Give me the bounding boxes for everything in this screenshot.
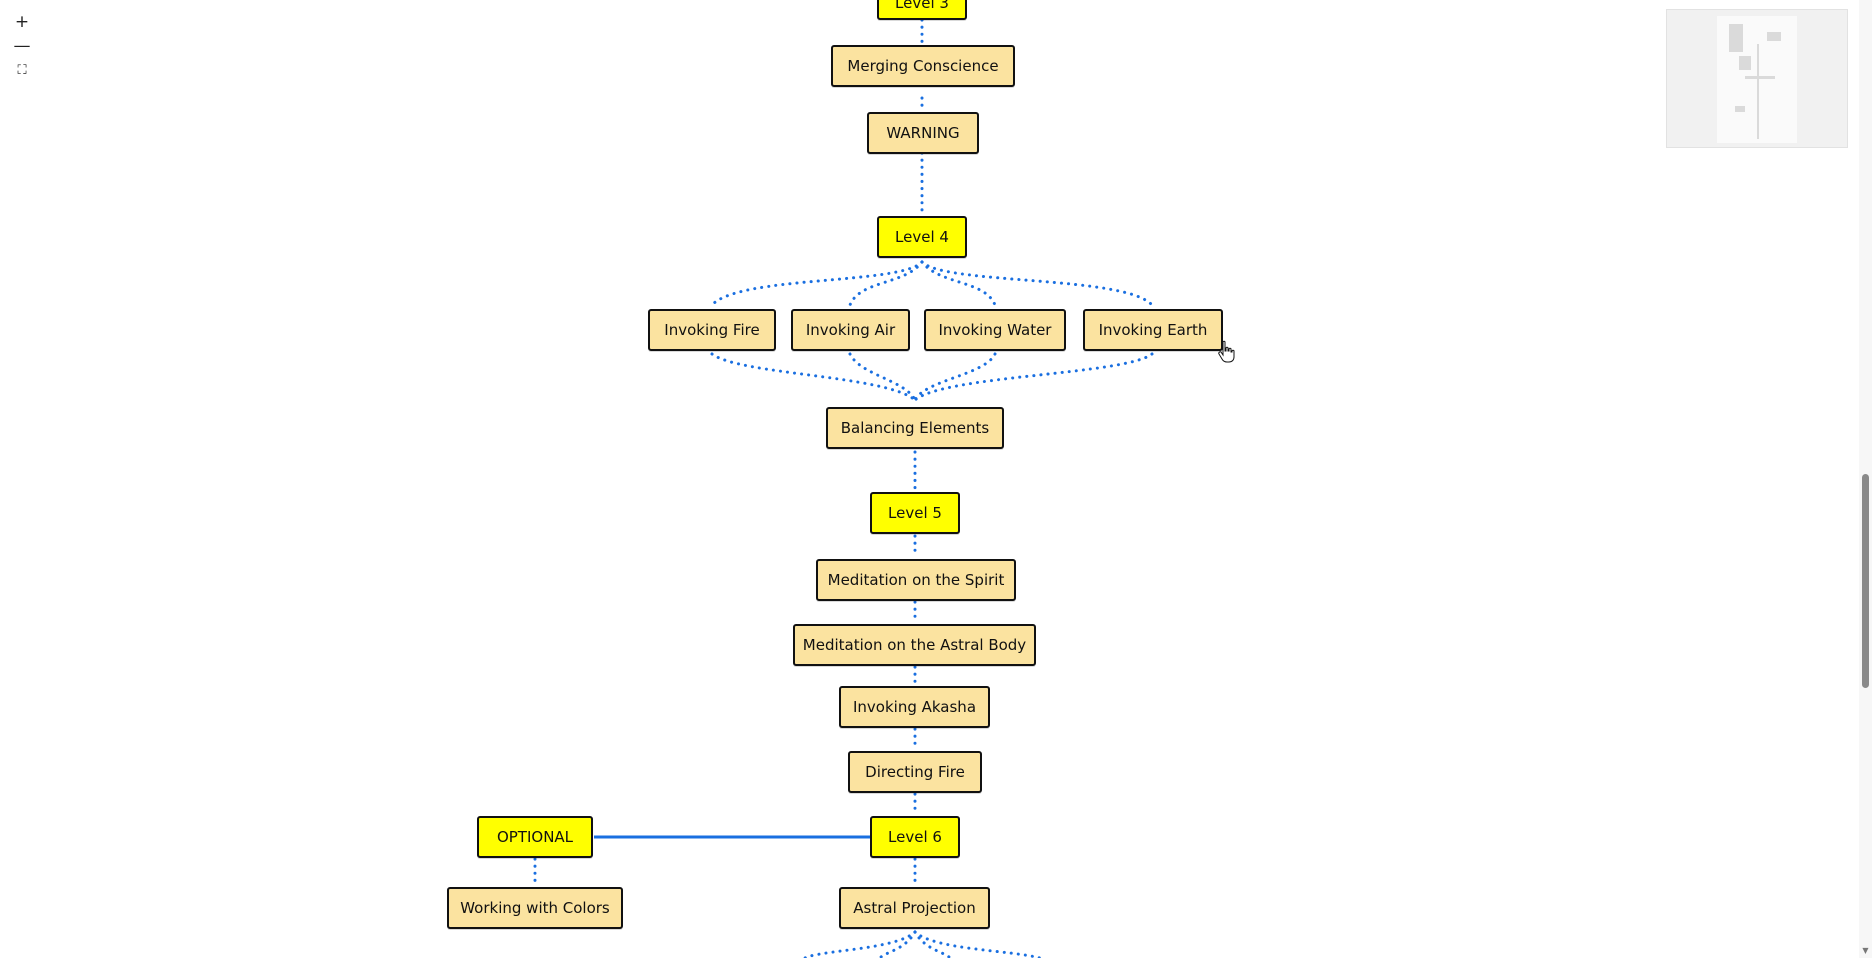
- node-level-6[interactable]: Level 6: [870, 816, 960, 858]
- node-directing-fire[interactable]: Directing Fire: [848, 751, 982, 793]
- node-working-with-colors[interactable]: Working with Colors: [447, 887, 623, 929]
- edge-level4-earth: [920, 260, 1154, 307]
- minimap-block: [1729, 24, 1743, 52]
- minimap[interactable]: [1666, 9, 1848, 148]
- node-level-3[interactable]: Level 3: [877, 0, 967, 20]
- edge-astralprojection-out-1: [803, 930, 917, 958]
- node-invoking-akasha[interactable]: Invoking Akasha: [839, 686, 990, 728]
- edge-fire-balancing: [710, 352, 917, 402]
- edge-level4-water: [920, 260, 997, 307]
- node-invoking-fire[interactable]: Invoking Fire: [648, 309, 776, 351]
- hand-pointer-icon: [1218, 340, 1235, 363]
- edge-astralprojection-out-2: [878, 930, 917, 958]
- scroll-down-icon[interactable]: ▼: [1862, 946, 1869, 955]
- node-level-4[interactable]: Level 4: [877, 216, 967, 258]
- zoom-out-button[interactable]: —: [9, 35, 35, 57]
- minimap-block: [1767, 32, 1781, 41]
- minimap-block: [1735, 106, 1745, 112]
- vertical-scrollbar[interactable]: ▼: [1859, 0, 1872, 958]
- node-level-5[interactable]: Level 5: [870, 492, 960, 534]
- minimap-block: [1739, 56, 1751, 70]
- edge-earth-balancing: [913, 352, 1154, 402]
- minimap-block: [1745, 76, 1775, 79]
- node-invoking-water[interactable]: Invoking Water: [924, 309, 1066, 351]
- minimap-viewport[interactable]: [1717, 16, 1797, 143]
- node-merging-conscience[interactable]: Merging Conscience: [831, 45, 1015, 87]
- node-warning[interactable]: WARNING: [867, 112, 979, 154]
- node-meditation-spirit[interactable]: Meditation on the Spirit: [816, 559, 1016, 601]
- edge-air-balancing: [848, 352, 917, 402]
- minimap-block: [1757, 44, 1759, 139]
- zoom-in-button[interactable]: +: [9, 11, 35, 33]
- node-balancing-elements[interactable]: Balancing Elements: [826, 407, 1004, 449]
- edge-water-balancing: [913, 352, 997, 402]
- scrollbar-thumb[interactable]: [1862, 474, 1869, 688]
- fit-view-button[interactable]: ⛶: [9, 59, 35, 81]
- node-invoking-air[interactable]: Invoking Air: [791, 309, 910, 351]
- node-meditation-astral-body[interactable]: Meditation on the Astral Body: [793, 624, 1036, 666]
- edge-level4-air: [848, 260, 924, 307]
- edge-astralprojection-out-3: [913, 930, 952, 958]
- node-astral-projection[interactable]: Astral Projection: [839, 887, 990, 929]
- edge-level4-fire: [710, 260, 924, 307]
- edge-astralprojection-out-4: [913, 930, 1042, 958]
- zoom-controls: + — ⛶: [9, 11, 37, 81]
- node-invoking-earth[interactable]: Invoking Earth: [1083, 309, 1223, 351]
- node-optional[interactable]: OPTIONAL: [477, 816, 593, 858]
